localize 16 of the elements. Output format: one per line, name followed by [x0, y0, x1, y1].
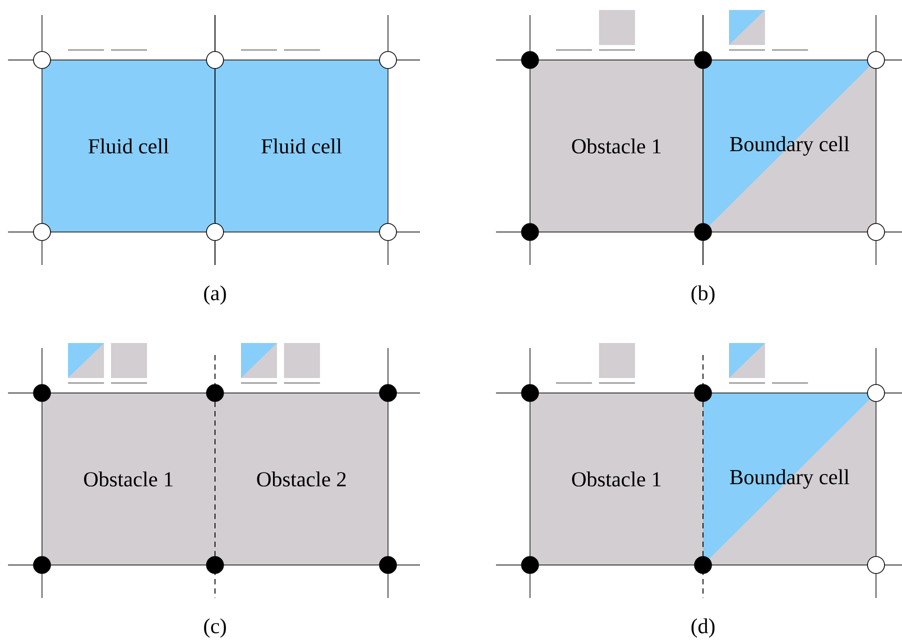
node-label: Fluid cell: [88, 138, 169, 154]
panel-caption: (c): [204, 618, 226, 638]
obstacle-cell: Obstacle 1: [530, 393, 703, 565]
obstacle-cell: Obstacle 1: [42, 393, 215, 565]
panel-caption: (a): [204, 285, 226, 305]
panel-caption: (b): [692, 285, 715, 305]
node-label: Obstacle 2: [257, 472, 346, 487]
boundary-cell: Boundary cell: [703, 393, 876, 565]
fluid-cell: Fluid cell: [42, 60, 215, 232]
panel-caption: (d): [692, 618, 715, 638]
obstacle-cell: Obstacle 1: [530, 60, 703, 232]
node-label: Obstacle 1: [84, 472, 173, 487]
fluid-cell: Fluid cell: [215, 60, 388, 232]
boundary-cell: Boundary cell: [703, 60, 876, 232]
node-label: Fluid cell: [262, 138, 342, 154]
obstacle-cell: Obstacle 2: [215, 393, 388, 565]
